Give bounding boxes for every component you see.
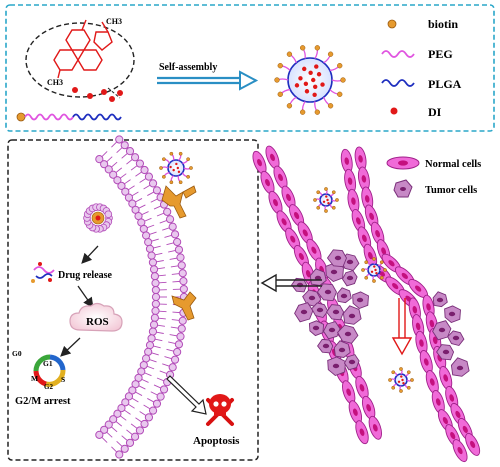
top-panel: CH3 CH3 Self-assembly biotin PEG	[5, 4, 495, 132]
right-panel: Normal cells Tumor cells	[252, 145, 481, 463]
peg-segment	[24, 113, 74, 121]
top-legend: biotin PEG PLGA DI	[381, 17, 462, 119]
internalized-vesicle	[83, 203, 113, 233]
legend-tumor-label: Tumor cells	[425, 185, 477, 196]
ros-label: ROS	[86, 316, 109, 328]
arrow-to-cycle	[60, 337, 81, 357]
cycle-s: S	[61, 375, 65, 384]
apoptosis-label: Apoptosis	[193, 435, 240, 447]
apoptosis-arrow	[166, 375, 207, 415]
legend-biotin-label: biotin	[428, 17, 458, 31]
nanoparticle-membrane	[159, 151, 193, 185]
receptor-lower	[171, 291, 197, 321]
legend-peg-icon	[381, 50, 415, 58]
plga-segment	[72, 113, 122, 121]
ch3-label-left: CH3	[47, 78, 63, 87]
drug-release-icon	[31, 262, 55, 283]
legend-di-icon	[390, 107, 398, 115]
flow-arrow	[391, 298, 413, 356]
top-panel-border	[5, 4, 495, 132]
legend-biotin-icon	[387, 19, 397, 29]
circulating-nanoparticles	[313, 187, 414, 393]
nanoparticle-top	[274, 45, 346, 115]
cell-cycle-diagram	[33, 354, 66, 387]
left-panel-border	[7, 139, 259, 461]
cycle-m: M	[31, 374, 38, 383]
legend-normal-label: Normal cells	[425, 159, 481, 170]
arrow-to-ros	[77, 285, 94, 309]
cycle-g1: G1	[43, 359, 53, 368]
self-assembly-label: Self-assembly	[159, 62, 217, 73]
g2m-arrest-label: G2/M arrest	[15, 396, 71, 407]
ch3-label-top: CH3	[106, 17, 122, 26]
panel-link-arrow	[260, 273, 322, 293]
drug-release-label: Drug release	[58, 270, 113, 281]
cycle-g2: G2	[44, 383, 53, 391]
cell-membrane	[95, 135, 189, 459]
self-assembly-arrowhead	[239, 70, 259, 91]
ellipse-pointer	[107, 87, 121, 99]
arrow-to-release	[81, 245, 99, 264]
receptor-upper	[161, 185, 197, 219]
legend-normal-nucleus	[398, 160, 408, 166]
free-drug-dots	[72, 87, 123, 102]
blood-vessel-walls	[252, 145, 481, 463]
legend-di-label: DI	[428, 105, 442, 119]
tumor-mass	[291, 249, 470, 377]
ros-cloud	[69, 302, 123, 332]
skull-crossbones-icon	[206, 394, 234, 426]
legend-peg-label: PEG	[428, 47, 453, 61]
drug-molecule-structure	[53, 19, 113, 79]
legend-plga-label: PLGA	[428, 77, 462, 91]
polymer-chain	[16, 112, 122, 122]
biotin-end	[16, 112, 26, 122]
legend-tumor-nucleus	[400, 187, 406, 191]
cycle-g0: G0	[12, 349, 22, 358]
molecule-ellipse	[25, 22, 135, 98]
legend-plga-icon	[381, 79, 415, 87]
left-panel: Drug release ROS G0 G1 S G2 M G2/M arres…	[7, 135, 259, 461]
